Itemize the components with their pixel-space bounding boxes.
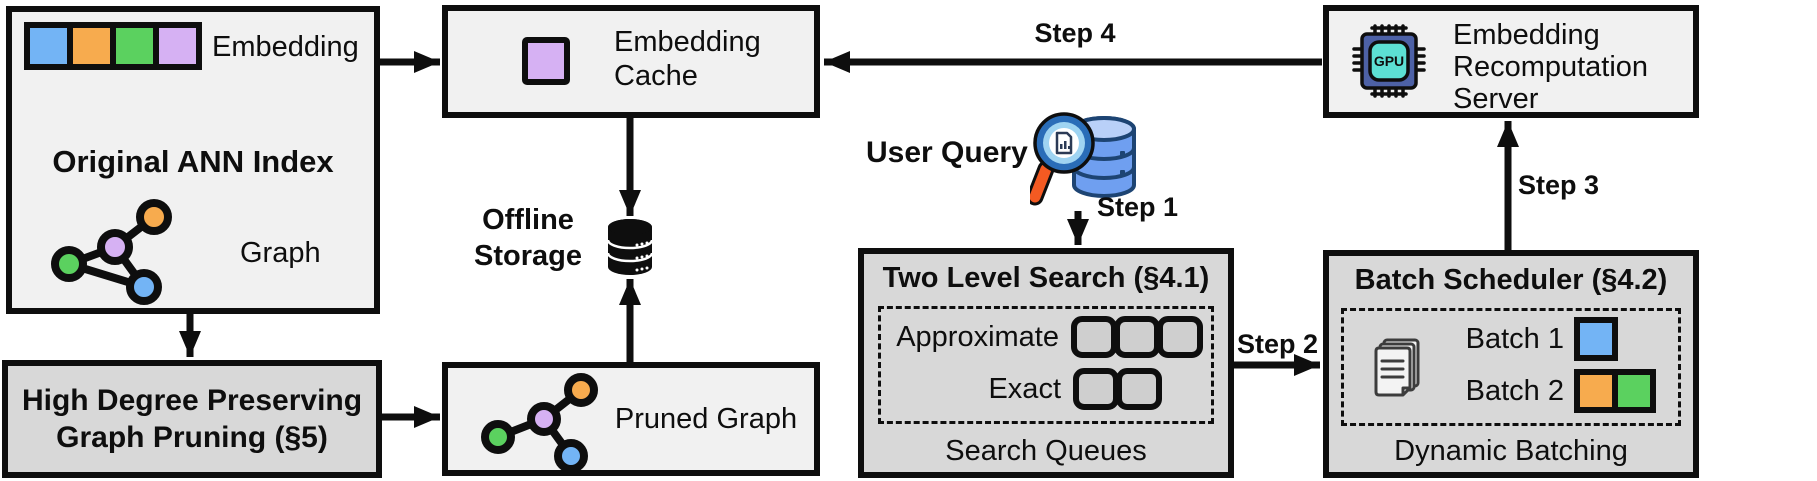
embedding-cache-label-line2: Cache [614,60,698,92]
dynamic-batching-panel: Batch 1 Batch 2 [1341,308,1681,426]
batch2-label: Batch 2 [1465,374,1564,407]
queue-slot [1157,316,1203,358]
recomputation-server-box: GPU Embedding Recomputation Server [1323,5,1699,118]
step2-label: Step 2 [1237,329,1319,359]
step1-label: Step 1 [1097,192,1179,222]
batch2-squares [1574,369,1656,413]
graph-pruning-box: High Degree Preserving Graph Pruning (§5… [2,360,382,478]
pruned-graph-icon [481,373,598,473]
batch-scheduler-box: Batch Scheduler (§4.2) Batch 1 [1323,250,1699,478]
embedding-cache-label: Embedding Cache [614,25,761,93]
exact-label: Exact [988,372,1061,405]
queue-slot [1114,316,1160,358]
embedding-label: Embedding [212,31,359,63]
pruned-graph-label: Pruned Graph [614,403,798,435]
original-graph-icon [51,199,172,305]
embedding-cell-purple [159,28,196,64]
search-queues-panel: Approximate Exact [878,306,1214,424]
offline-storage-label: Offline Storage [462,202,594,274]
embedding-cache-label-line1: Embedding [614,26,761,58]
cached-embedding-square [522,37,570,85]
offline-storage-line1: Offline [482,204,574,236]
embedding-cell-green [116,28,153,64]
queue-slot [1071,316,1117,358]
embedding-cell-blue [30,28,67,64]
embedding-cell-orange [73,28,110,64]
user-query-icon [1030,112,1136,206]
recomputation-server-line1: Embedding [1453,19,1600,51]
recomputation-server-line2: Recomputation [1453,51,1649,83]
dynamic-batching-label: Dynamic Batching [1394,435,1628,467]
gpu-icon-label: GPU [1374,53,1404,69]
gpu-icon: GPU [1352,24,1426,98]
approximate-queue-row: Approximate [881,313,1203,361]
recomputation-server-label: Embedding Recomputation Server [1453,19,1648,115]
documents-icon [1374,338,1420,397]
recomputation-server-line3: Server [1453,83,1539,115]
batch1-squares [1574,317,1618,361]
step4-label: Step 4 [1034,18,1116,48]
two-level-search-box: Two Level Search (§4.1) Approximate Exac… [858,248,1234,478]
original-ann-index-box: Embedding Original ANN Index Graph [6,6,380,314]
two-level-search-title: Two Level Search (§4.1) [882,262,1210,294]
embedding-cache-box: Embedding Cache [442,5,820,118]
graph-label: Graph [240,237,321,269]
batch1-label: Batch 1 [1465,322,1564,355]
offline-storage-line2: Storage [474,240,582,272]
exact-queue-row: Exact [881,365,1203,413]
graph-pruning-title-line1: High Degree Preserving [21,384,363,417]
embedding-vector-strip [24,22,202,70]
original-ann-index-title: Original ANN Index [52,144,334,179]
batch1-square-blue [1574,317,1618,361]
user-query-label: User Query [866,136,1028,169]
search-queues-label: Search Queues [945,435,1147,467]
exact-queue-slots [1073,368,1162,410]
approximate-label: Approximate [896,320,1059,353]
pruned-graph-box: Pruned Graph [442,362,820,476]
step3-label: Step 3 [1518,170,1600,200]
batch2-row: Batch 2 [1434,367,1668,415]
graph-pruning-title-line2: Graph Pruning (§5) [56,421,328,454]
batch1-row: Batch 1 [1434,315,1668,363]
queue-slot [1116,368,1162,410]
batch-scheduler-title: Batch Scheduler (§4.2) [1354,264,1668,296]
batch2-square-green [1612,369,1656,413]
approximate-queue-slots [1071,316,1203,358]
database-icon [606,219,654,275]
queue-slot [1073,368,1119,410]
